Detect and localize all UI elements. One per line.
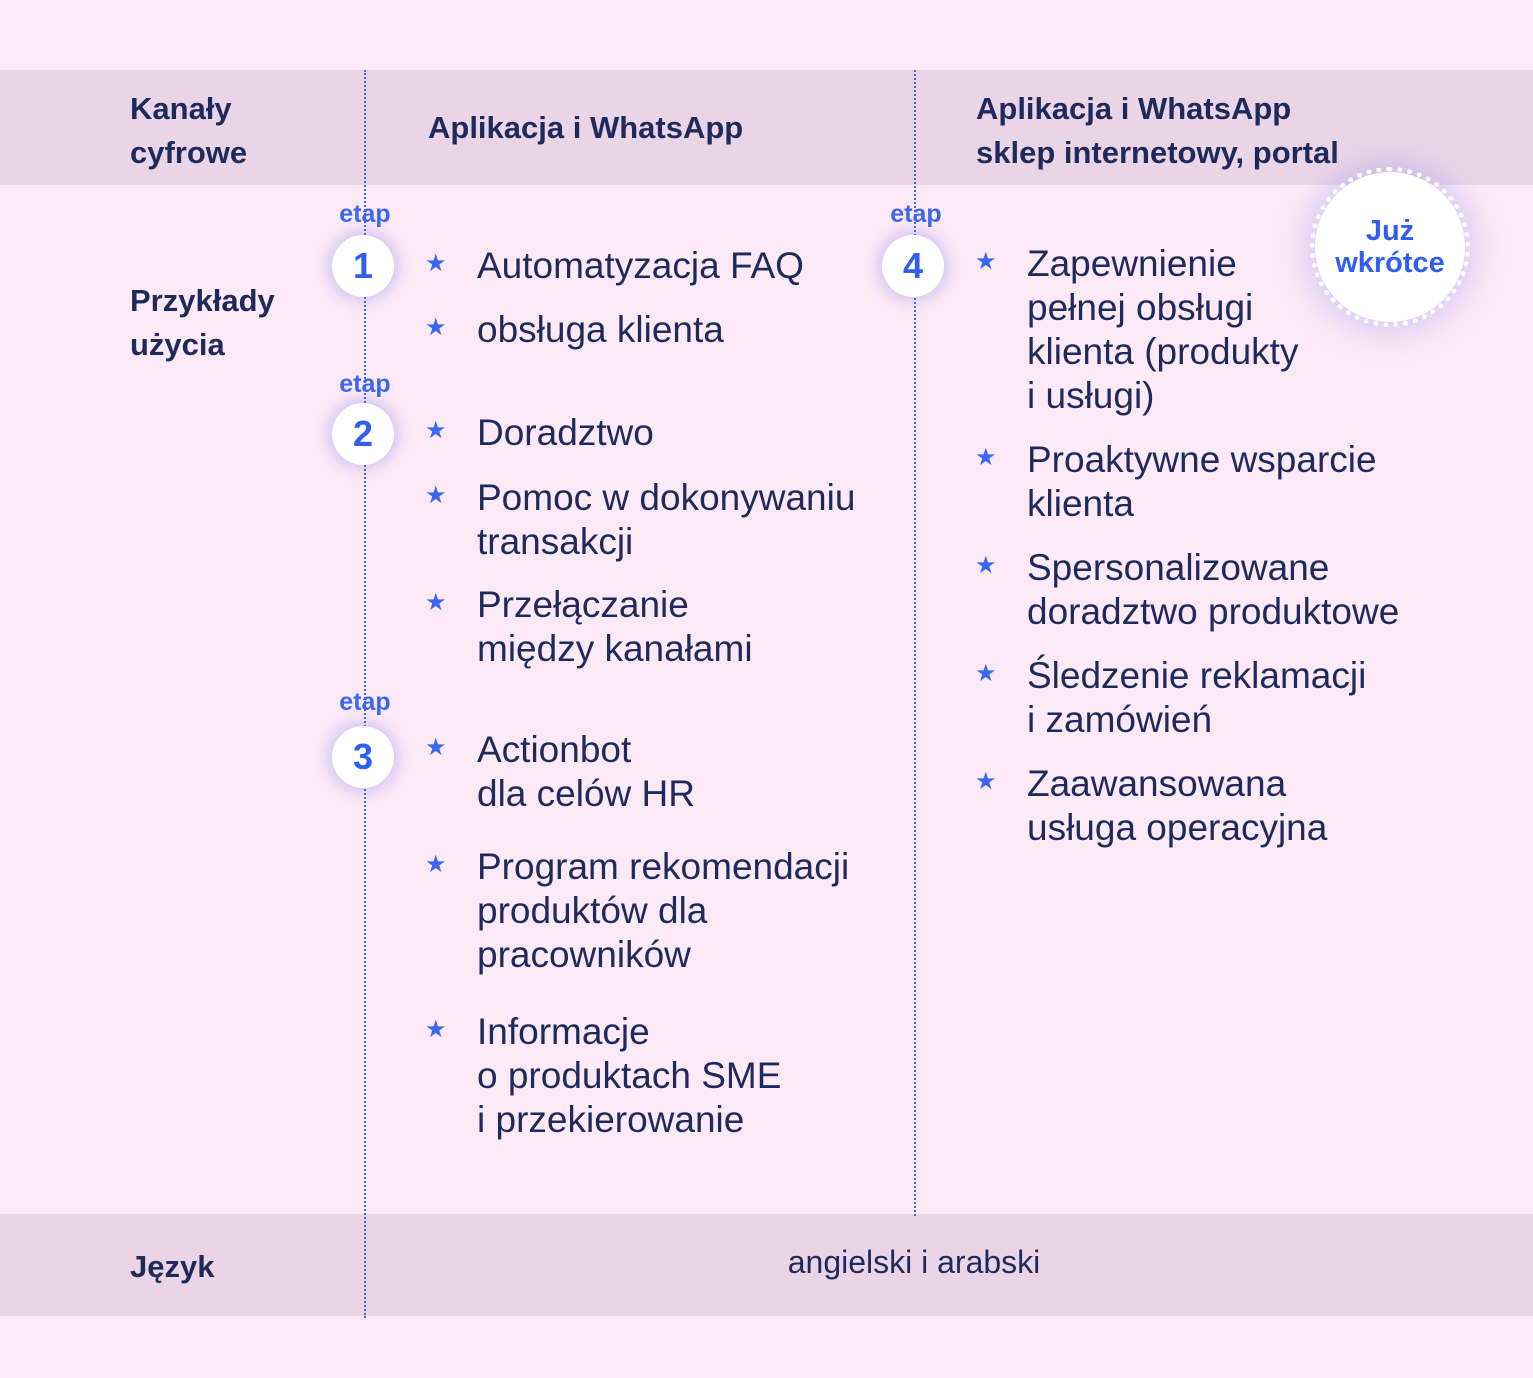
stage-label: etap: [339, 370, 391, 398]
list-item-line: Actionbot: [477, 729, 632, 770]
star-icon: ★: [425, 482, 447, 509]
list-item-line: i usługi): [1027, 375, 1155, 416]
list-item-line: Automatyzacja FAQ: [477, 245, 804, 286]
stage-1-badge: 1: [332, 235, 394, 297]
list-item-line: Proaktywne wsparcie: [1027, 439, 1377, 480]
list-item: ★ Actionbot dla celów HR: [425, 728, 695, 816]
star-icon: ★: [425, 314, 447, 341]
list-item: ★ Zapewnienie pełnej obsługi klienta (pr…: [975, 242, 1299, 418]
star-icon: ★: [425, 417, 447, 444]
list-item-line: i zamówień: [1027, 699, 1213, 740]
list-item: ★ Spersonalizowane doradztwo produktowe: [975, 546, 1400, 634]
list-item-line: klienta (produkty: [1027, 331, 1299, 372]
column-title-line: sklep internetowy, portal: [976, 135, 1339, 170]
row-label-line: użycia: [130, 327, 225, 362]
list-item-line: Zapewnienie: [1027, 243, 1237, 284]
list-item: ★ Program rekomendacji produktów dla pra…: [425, 845, 850, 977]
list-item-line: Spersonalizowane: [1027, 547, 1330, 588]
list-item-line: Przełączanie: [477, 584, 689, 625]
list-item-line: klienta: [1027, 483, 1134, 524]
list-item: ★ Automatyzacja FAQ: [425, 244, 804, 288]
stage-4-badge: 4: [882, 235, 944, 297]
list-item-line: Pomoc w dokonywaniu: [477, 477, 856, 518]
star-icon: ★: [425, 1016, 447, 1043]
star-icon: ★: [975, 768, 997, 795]
footer-band: [0, 1214, 1533, 1316]
list-item: ★ Doradztwo: [425, 411, 654, 455]
star-icon: ★: [975, 660, 997, 687]
header-band: [0, 70, 1533, 185]
star-icon: ★: [425, 851, 447, 878]
stage-label: etap: [339, 200, 391, 228]
stage-label: etap: [339, 688, 391, 716]
list-item-line: doradztwo produktowe: [1027, 591, 1400, 632]
column-divider-right: [914, 70, 916, 1216]
list-item-line: produktów dla: [477, 890, 708, 931]
list-item: ★ Śledzenie reklamacji i zamówień: [975, 654, 1367, 742]
row-label-language: Język: [130, 1249, 215, 1284]
row-label-line: cyfrowe: [130, 135, 248, 170]
list-item-line: Zaawansowana: [1027, 763, 1287, 804]
column-divider-left: [364, 70, 366, 1318]
star-icon: ★: [975, 444, 997, 471]
row-label-channels: Kanały cyfrowe: [130, 87, 247, 175]
list-item: ★ obsługa klienta: [425, 308, 724, 352]
star-icon: ★: [975, 552, 997, 579]
list-item: ★ Proaktywne wsparcie klienta: [975, 438, 1377, 526]
row-label-use-cases: Przykłady użycia: [130, 279, 275, 367]
list-item-line: transakcji: [477, 521, 634, 562]
star-icon: ★: [425, 734, 447, 761]
list-item-line: Doradztwo: [477, 412, 654, 453]
list-item: ★ Zaawansowana usługa operacyjna: [975, 762, 1328, 850]
list-item-line: Informacje: [477, 1011, 650, 1052]
row-label-line: Kanały: [130, 91, 232, 126]
list-item-line: pracowników: [477, 934, 691, 975]
list-item-line: Śledzenie reklamacji: [1027, 655, 1367, 696]
list-item: ★ Pomoc w dokonywaniu transakcji: [425, 476, 856, 564]
list-item-line: Program rekomendacji: [477, 846, 850, 887]
list-item-line: między kanałami: [477, 628, 753, 669]
star-icon: ★: [425, 250, 447, 277]
list-item-line: dla celów HR: [477, 773, 695, 814]
star-icon: ★: [425, 589, 447, 616]
stage-3-badge: 3: [332, 726, 394, 788]
language-value: angielski i arabski: [787, 1244, 1041, 1280]
list-item-line: pełnej obsługi: [1027, 287, 1254, 328]
column-title-app-whatsapp-shop-portal: Aplikacja i WhatsApp sklep internetowy, …: [976, 87, 1339, 175]
list-item: ★ Informacje o produktach SME i przekier…: [425, 1010, 782, 1142]
badge-line: Już: [1365, 215, 1415, 247]
column-title-line: Aplikacja i WhatsApp: [976, 91, 1292, 126]
badge-line: wkrótce: [1335, 247, 1445, 279]
list-item: ★ Przełączanie między kanałami: [425, 583, 753, 671]
column-title-app-whatsapp: Aplikacja i WhatsApp: [428, 110, 744, 145]
list-item-line: o produktach SME: [477, 1055, 782, 1096]
list-item-line: usługa operacyjna: [1027, 807, 1328, 848]
coming-soon-badge: Już wkrótce: [1310, 167, 1470, 327]
list-item-line: obsługa klienta: [477, 309, 724, 350]
star-icon: ★: [975, 248, 997, 275]
stage-label: etap: [890, 200, 942, 228]
stage-2-badge: 2: [332, 403, 394, 465]
row-label-line: Przykłady: [130, 283, 275, 318]
list-item-line: i przekierowanie: [477, 1099, 745, 1140]
